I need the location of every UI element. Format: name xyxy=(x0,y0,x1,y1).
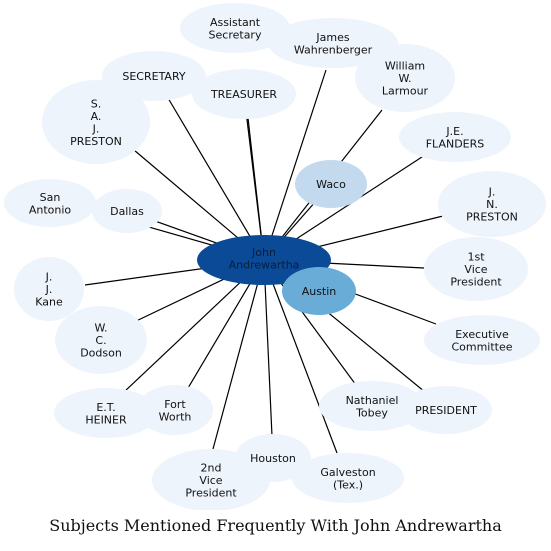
node-shape-et-heiner xyxy=(54,388,158,438)
edge-fort-worth xyxy=(174,259,265,411)
node-label-houston: Houston xyxy=(250,452,296,465)
node-waco: Waco xyxy=(295,160,367,208)
node-shape-james-wahrenberger xyxy=(268,18,398,68)
node-shape-executive-committee xyxy=(424,315,540,365)
node-je-flanders: J.E.FLANDERS xyxy=(399,112,511,162)
node-shape-j-n-preston xyxy=(438,171,546,237)
node-label-treasurer: TREASURER xyxy=(210,88,277,101)
edge-second-vice-president xyxy=(212,259,265,450)
node-shape-galveston xyxy=(292,453,404,503)
node-galveston: Galveston(Tex.) xyxy=(292,453,404,503)
node-label-w-c-dodson: W.C.Dodson xyxy=(80,322,122,360)
node-et-heiner: E.T.HEINER xyxy=(54,388,158,438)
node-s-a-j-preston: S.A.J.PRESTON xyxy=(42,80,150,164)
node-label-je-flanders: J.E.FLANDERS xyxy=(426,125,485,151)
node-shape-dallas xyxy=(92,189,162,233)
edge-james-wahrenberger xyxy=(263,69,327,261)
node-label-waco: Waco xyxy=(316,178,346,191)
node-shape-nathaniel-tobey xyxy=(319,381,425,431)
edge-galveston xyxy=(263,259,338,454)
edge-houston xyxy=(263,259,274,459)
node-label-j-n-preston: J.N.PRESTON xyxy=(466,186,518,224)
node-shape-fort-worth xyxy=(137,385,213,435)
node-shape-w-c-dodson xyxy=(55,306,147,374)
node-shape-waco xyxy=(295,160,367,208)
node-houston: Houston xyxy=(235,434,311,482)
node-label-et-heiner: E.T.HEINER xyxy=(85,401,127,427)
node-label-s-a-j-preston: S.A.J.PRESTON xyxy=(70,97,122,148)
node-shape-first-vice-president xyxy=(424,237,528,301)
node-president: PRESIDENT xyxy=(400,386,492,434)
node-w-c-dodson: W.C.Dodson xyxy=(55,306,147,374)
edge-secretary xyxy=(167,97,265,261)
node-shape-william-w-larmour xyxy=(355,44,455,112)
diagram-caption: Subjects Mentioned Frequently With John … xyxy=(49,516,502,535)
node-label-austin: Austin xyxy=(302,285,337,298)
node-j-j-kane: J.J.Kane xyxy=(14,257,84,321)
node-shape-president xyxy=(400,386,492,434)
node-austin: Austin xyxy=(282,267,356,315)
node-shape-assistant-secretary xyxy=(180,3,290,53)
node-shape-austin xyxy=(282,267,356,315)
node-treasurer: TREASURER xyxy=(192,69,296,119)
node-label-president: PRESIDENT xyxy=(415,404,477,417)
node-shape-je-flanders xyxy=(399,112,511,162)
node-dallas: Dallas xyxy=(92,189,162,233)
node-label-secretary: SECRETARY xyxy=(122,70,186,83)
node-label-galveston: Galveston(Tex.) xyxy=(320,466,375,492)
node-label-dallas: Dallas xyxy=(110,205,144,218)
node-shape-treasurer xyxy=(192,69,296,119)
node-shape-san-antonio xyxy=(4,179,96,227)
node-shape-s-a-j-preston xyxy=(42,80,150,164)
node-shape-j-j-kane xyxy=(14,257,84,321)
node-shape-houston xyxy=(235,434,311,482)
node-j-n-preston: J.N.PRESTON xyxy=(438,171,546,237)
node-label-j-j-kane: J.J.Kane xyxy=(35,271,63,309)
